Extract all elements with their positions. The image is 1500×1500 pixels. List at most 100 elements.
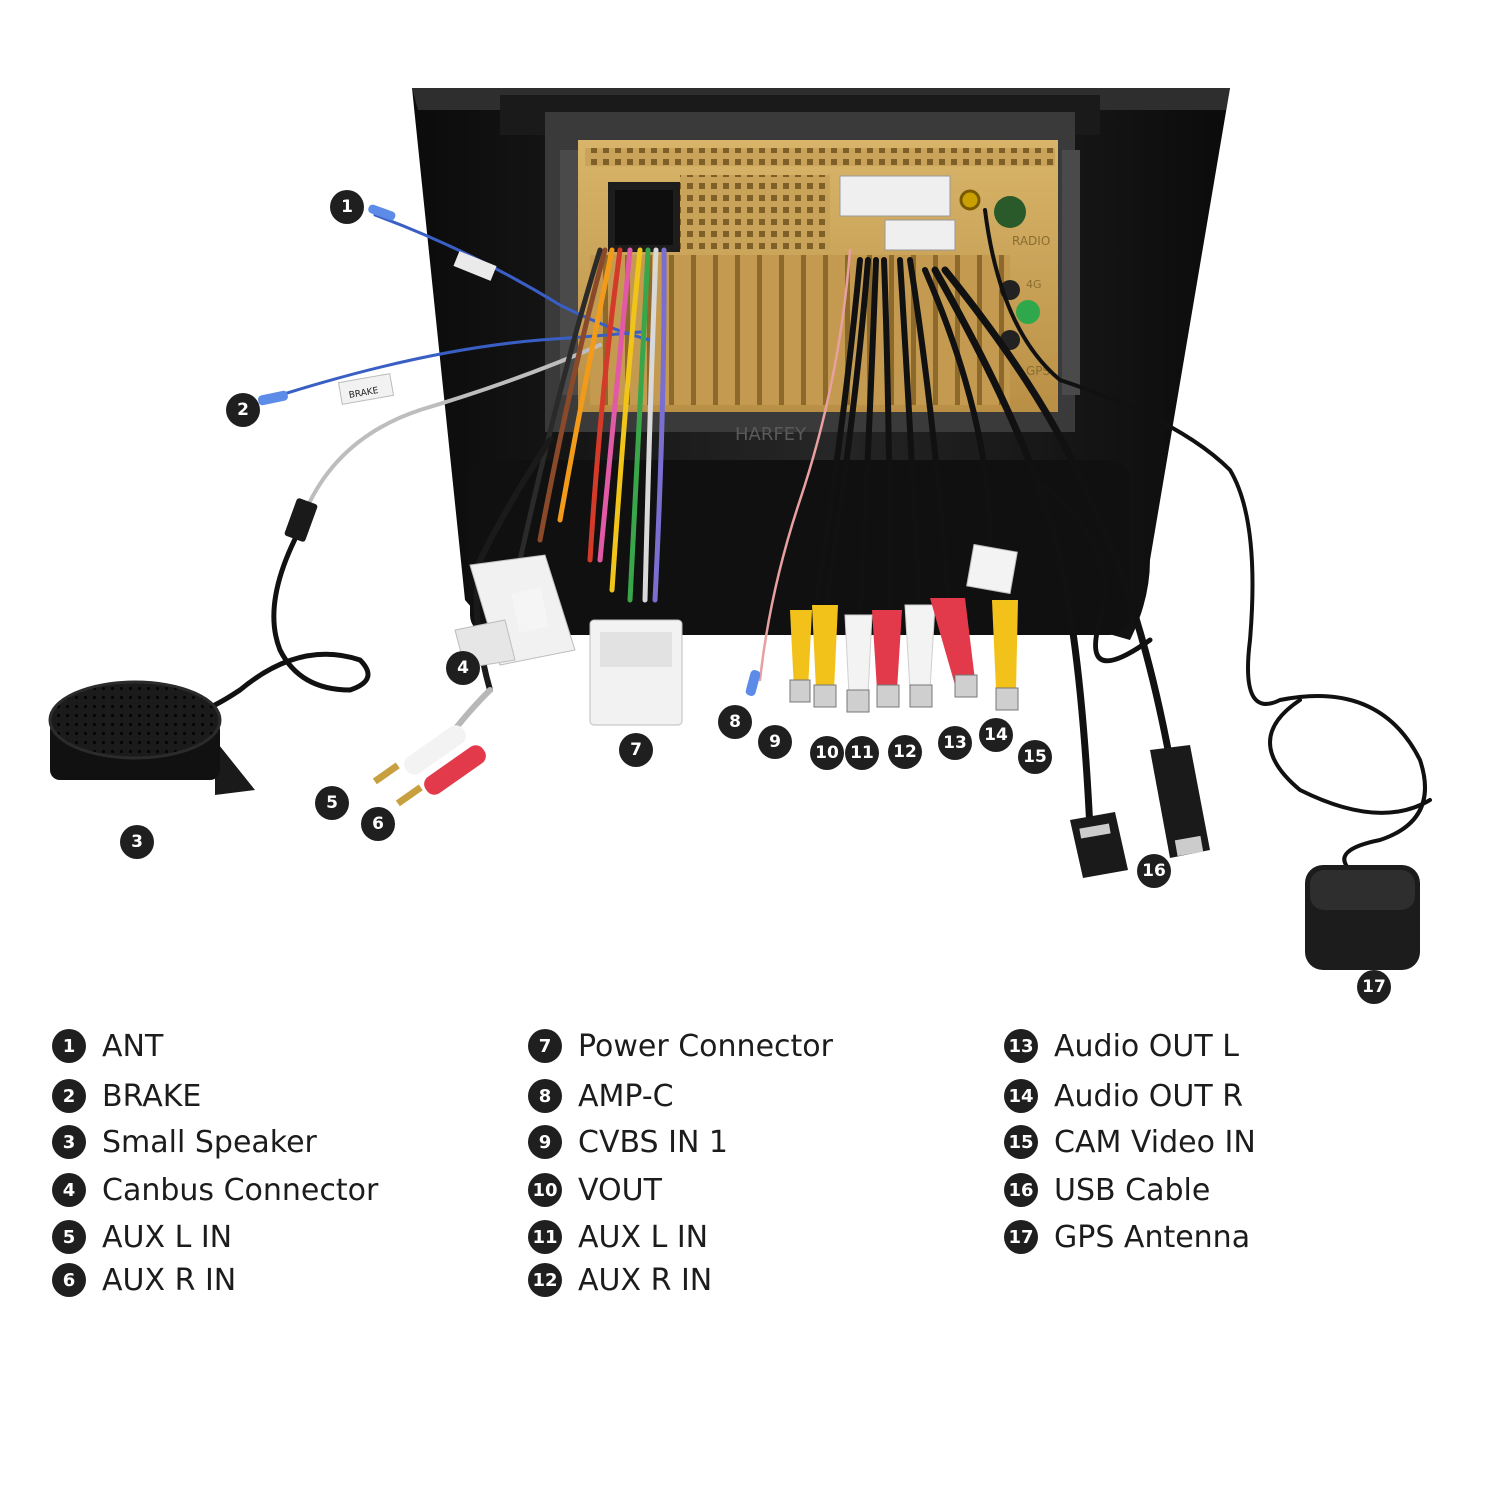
legend-item: 16 USB Cable xyxy=(1004,1170,1210,1210)
callout-13: 13 xyxy=(938,726,972,760)
legend-number: 5 xyxy=(52,1220,86,1254)
legend-number: 11 xyxy=(528,1220,562,1254)
legend-item: 14 Audio OUT R xyxy=(1004,1076,1243,1116)
callout-17: 17 xyxy=(1357,970,1391,1004)
legend-label: BRAKE xyxy=(102,1078,202,1114)
svg-text:11: 11 xyxy=(850,743,874,763)
legend-item: 17 GPS Antenna xyxy=(1004,1217,1250,1257)
svg-text:6: 6 xyxy=(372,814,384,834)
small-speaker xyxy=(48,498,318,795)
legend-label: Audio OUT R xyxy=(1054,1078,1244,1114)
legend-label: AUX R IN xyxy=(102,1262,237,1298)
legend-item: 4 Canbus Connector xyxy=(52,1170,378,1210)
svg-text:2: 2 xyxy=(237,400,249,420)
head-unit-back: RADIO 4G GPS HARFEY xyxy=(545,112,1080,445)
legend-label: CAM Video IN xyxy=(1054,1124,1256,1160)
legend-label: CVBS IN 1 xyxy=(578,1124,729,1160)
callout-2: 2 xyxy=(226,393,260,427)
legend-item: 9 CVBS IN 1 xyxy=(528,1122,728,1162)
legend-number: 10 xyxy=(528,1173,562,1207)
brand-label: HARFEY xyxy=(735,424,807,445)
legend-number: 9 xyxy=(528,1125,562,1159)
legend-label: Audio OUT L xyxy=(1054,1028,1239,1064)
callout-4: 4 xyxy=(446,651,480,685)
legend-item: 11 AUX L IN xyxy=(528,1217,708,1257)
legend-label: AUX L IN xyxy=(102,1219,233,1255)
callout-7: 7 xyxy=(619,733,653,767)
rca-plugs xyxy=(789,543,1019,713)
callout-1: 1 xyxy=(330,190,364,224)
legend-number: 12 xyxy=(528,1263,562,1297)
svg-text:15: 15 xyxy=(1023,747,1047,767)
legend-label: VOUT xyxy=(578,1172,662,1208)
legend-number: 4 xyxy=(52,1173,86,1207)
legend-number: 15 xyxy=(1004,1125,1038,1159)
legend-label: AMP-C xyxy=(578,1078,674,1114)
legend-number: 2 xyxy=(52,1079,86,1113)
gps-antenna xyxy=(1305,865,1420,970)
aux-rca-pair xyxy=(372,725,486,807)
callout-15: 15 xyxy=(1018,740,1052,774)
legend-label: Small Speaker xyxy=(102,1124,317,1160)
wiring-diagram: RADIO 4G GPS HARFEY xyxy=(48,88,1432,1004)
legend-number: 13 xyxy=(1004,1029,1038,1063)
legend-item: 8 AMP-C xyxy=(528,1076,674,1116)
legend-label: AUX L IN xyxy=(578,1219,709,1255)
legend-item: 3 Small Speaker xyxy=(52,1122,317,1162)
legend-item: 5 AUX L IN xyxy=(52,1217,232,1257)
callout-16: 16 xyxy=(1137,854,1171,888)
callout-11: 11 xyxy=(845,736,879,770)
svg-text:17: 17 xyxy=(1362,977,1386,997)
legend-item: 7 Power Connector xyxy=(528,1026,833,1066)
legend-item: 6 AUX R IN xyxy=(52,1260,236,1300)
legend-label: AUX R IN xyxy=(578,1262,713,1298)
svg-text:5: 5 xyxy=(326,793,338,813)
legend-number: 1 xyxy=(52,1029,86,1063)
legend-label: GPS Antenna xyxy=(1054,1219,1251,1255)
legend-number: 14 xyxy=(1004,1079,1038,1113)
legend-item: 1 ANT xyxy=(52,1026,163,1066)
legend-label: Power Connector xyxy=(578,1028,833,1064)
callout-10: 10 xyxy=(810,736,844,770)
legend-number: 16 xyxy=(1004,1173,1038,1207)
svg-text:10: 10 xyxy=(815,743,839,763)
legend-number: 6 xyxy=(52,1263,86,1297)
legend-label: ANT xyxy=(102,1028,164,1064)
legend-number: 8 xyxy=(528,1079,562,1113)
port-label-4g: 4G xyxy=(1026,278,1042,291)
callout-14: 14 xyxy=(979,718,1013,752)
svg-text:14: 14 xyxy=(984,725,1008,745)
svg-text:13: 13 xyxy=(943,733,967,753)
svg-text:3: 3 xyxy=(131,832,143,852)
svg-text:9: 9 xyxy=(769,732,781,752)
legend-number: 17 xyxy=(1004,1220,1038,1254)
callout-5: 5 xyxy=(315,786,349,820)
callout-8: 8 xyxy=(718,705,752,739)
brake-wire-tip: BRAKE xyxy=(258,373,395,406)
legend-item: 13 Audio OUT L xyxy=(1004,1026,1239,1066)
wires xyxy=(187,208,1432,872)
legend-number: 3 xyxy=(52,1125,86,1159)
callout-3: 3 xyxy=(120,825,154,859)
legend-label: USB Cable xyxy=(1054,1172,1211,1208)
svg-text:8: 8 xyxy=(729,712,741,732)
usb-connectors xyxy=(1070,745,1210,878)
callout-9: 9 xyxy=(758,725,792,759)
legend-item: 2 BRAKE xyxy=(52,1076,201,1116)
svg-text:1: 1 xyxy=(341,197,353,217)
legend-item: 10 VOUT xyxy=(528,1170,662,1210)
amp-c-tip xyxy=(745,670,761,696)
svg-text:4: 4 xyxy=(457,658,469,678)
legend-item: 12 AUX R IN xyxy=(528,1260,712,1300)
legend-label: Canbus Connector xyxy=(102,1172,379,1208)
callout-12: 12 xyxy=(888,735,922,769)
legend-item: 15 CAM Video IN xyxy=(1004,1122,1256,1162)
svg-text:7: 7 xyxy=(630,740,642,760)
ant-wire-tip xyxy=(368,204,396,221)
svg-text:16: 16 xyxy=(1142,861,1166,881)
callout-6: 6 xyxy=(361,807,395,841)
legend-number: 7 xyxy=(528,1029,562,1063)
power-connector xyxy=(589,619,683,726)
svg-text:12: 12 xyxy=(893,742,917,762)
port-label-radio: RADIO xyxy=(1012,234,1050,248)
